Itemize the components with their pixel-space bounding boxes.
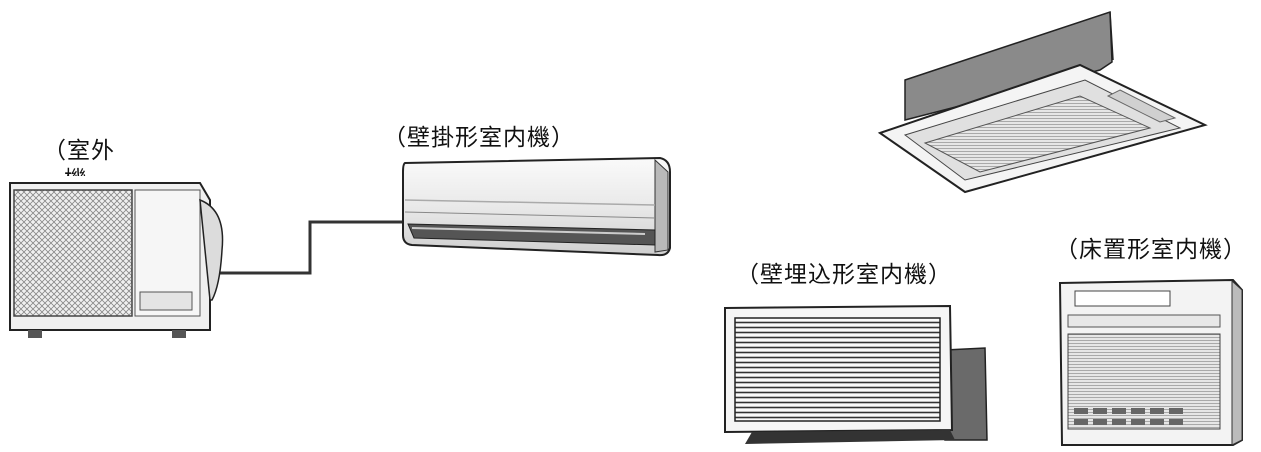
floor-standing-unit-label: （床置形室内機）	[1055, 237, 1247, 263]
refrigerant-pipe	[215, 220, 412, 275]
outdoor-unit-label: （室外	[43, 138, 115, 164]
wall-recessed-unit-icon	[724, 304, 988, 444]
floor-standing-unit-icon	[1058, 278, 1243, 446]
ceiling-cassette-unit-icon	[877, 10, 1208, 194]
wall-mounted-unit-icon	[402, 156, 671, 257]
outdoor-unit-label-cut: 機	[64, 160, 88, 176]
wall-recessed-unit-label: （壁埋込形室内機）	[736, 262, 952, 288]
wall-mounted-unit-label: （壁掛形室内機）	[383, 125, 575, 151]
outdoor-unit-icon	[9, 182, 224, 338]
